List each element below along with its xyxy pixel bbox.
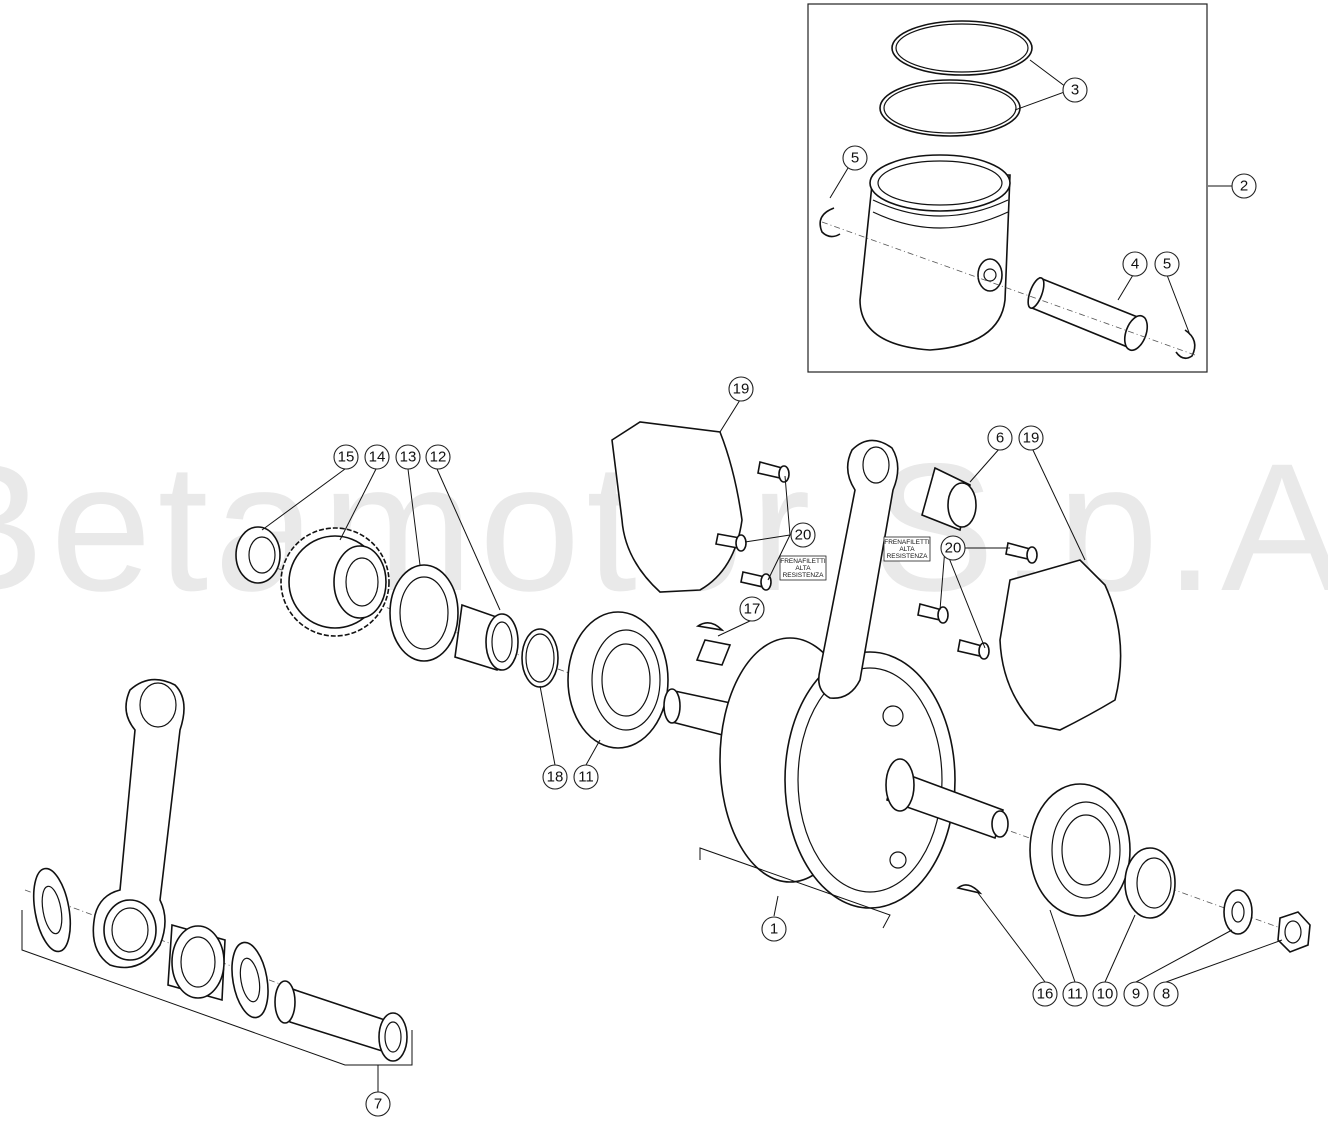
callout-11-right: 11 xyxy=(1062,981,1088,1007)
callout-13: 13 xyxy=(395,444,421,470)
callout-3: 3 xyxy=(1062,77,1088,103)
callout-14: 14 xyxy=(364,444,390,470)
bushing-15 xyxy=(235,526,281,584)
callout-10: 10 xyxy=(1092,981,1118,1007)
conrod xyxy=(817,439,899,699)
svg-text:13: 13 xyxy=(400,449,417,466)
callout-5-left: 5 xyxy=(842,145,868,171)
bolts-right xyxy=(917,541,1038,660)
svg-text:10: 10 xyxy=(1097,986,1114,1003)
svg-text:RESISTENZA: RESISTENZA xyxy=(783,572,824,579)
bolts-left xyxy=(715,460,790,591)
piston-pin xyxy=(1027,276,1149,352)
svg-text:17: 17 xyxy=(744,601,761,618)
callout-4: 4 xyxy=(1122,251,1148,277)
gear-14 xyxy=(280,527,390,637)
svg-text:4: 4 xyxy=(1131,256,1139,273)
svg-text:11: 11 xyxy=(578,769,594,786)
svg-text:16: 16 xyxy=(1037,986,1054,1003)
piston xyxy=(859,154,1011,351)
callout-20-right: 20 xyxy=(940,535,966,561)
svg-text:FRENAFILETTI: FRENAFILETTI xyxy=(780,558,826,565)
counterweight-right xyxy=(999,559,1122,731)
callout-17: 17 xyxy=(739,596,765,622)
svg-text:20: 20 xyxy=(795,527,812,544)
bearing-11-left xyxy=(567,611,669,749)
seal-13 xyxy=(389,564,459,662)
shim-18 xyxy=(521,628,559,688)
callout-1: 1 xyxy=(761,916,787,942)
circlip-left xyxy=(819,207,841,238)
callout-9: 9 xyxy=(1123,981,1149,1007)
seal-10 xyxy=(1124,847,1176,919)
callout-16: 16 xyxy=(1032,981,1058,1007)
svg-text:FRENAFILETTI: FRENAFILETTI xyxy=(884,539,930,546)
svg-text:18: 18 xyxy=(547,769,564,786)
svg-text:14: 14 xyxy=(369,449,386,466)
piston-kit-frame xyxy=(807,3,1208,373)
svg-text:12: 12 xyxy=(430,449,447,466)
svg-text:5: 5 xyxy=(1163,256,1171,273)
callout-5-right: 5 xyxy=(1154,251,1180,277)
key-17 xyxy=(695,622,725,632)
svg-text:3: 3 xyxy=(1071,82,1079,99)
svg-text:20: 20 xyxy=(945,540,962,557)
callout-20-left: 20 xyxy=(790,522,816,548)
leader-lines xyxy=(261,59,1283,983)
callout-7: 7 xyxy=(365,1091,391,1117)
note-threadlock-right: FRENAFILETTI ALTA RESISTENZA xyxy=(883,536,931,562)
svg-text:5: 5 xyxy=(851,150,859,167)
svg-text:7: 7 xyxy=(374,1096,382,1113)
bearing-11-right xyxy=(1029,783,1131,917)
piston-rings xyxy=(879,20,1033,137)
callout-18: 18 xyxy=(542,764,568,790)
callout-11-left: 11 xyxy=(573,764,599,790)
needle-bearing-6 xyxy=(921,466,977,532)
washer-9 xyxy=(1223,889,1253,935)
note-threadlock-left: FRENAFILETTI ALTA RESISTENZA xyxy=(779,555,827,581)
bracket-1 xyxy=(699,847,891,929)
svg-text:1: 1 xyxy=(770,921,778,938)
callout-12: 12 xyxy=(425,444,451,470)
callout-19-left: 19 xyxy=(728,376,754,402)
spacer-12 xyxy=(454,603,519,672)
counterweight-left xyxy=(611,421,743,593)
svg-text:8: 8 xyxy=(1162,986,1170,1003)
svg-text:2: 2 xyxy=(1240,178,1248,195)
svg-text:6: 6 xyxy=(996,430,1004,447)
svg-text:RESISTENZA: RESISTENZA xyxy=(887,553,928,560)
svg-text:15: 15 xyxy=(338,449,355,466)
bracket-7 xyxy=(21,910,413,1066)
svg-text:9: 9 xyxy=(1132,986,1140,1003)
callout-2: 2 xyxy=(1231,173,1257,199)
callout-8: 8 xyxy=(1153,981,1179,1007)
crankshaft xyxy=(663,637,1009,909)
svg-text:ALTA: ALTA xyxy=(795,565,811,572)
callout-6: 6 xyxy=(987,425,1013,451)
circlip-right xyxy=(1175,329,1196,360)
conrod-assembly-spare xyxy=(32,678,408,1062)
svg-text:19: 19 xyxy=(1023,430,1040,447)
svg-text:19: 19 xyxy=(733,381,750,398)
callout-15: 15 xyxy=(333,444,359,470)
nut-8 xyxy=(1277,911,1311,953)
svg-text:ALTA: ALTA xyxy=(899,546,915,553)
key-16 xyxy=(956,884,983,895)
callout-19-right: 19 xyxy=(1018,425,1044,451)
svg-text:11: 11 xyxy=(1067,986,1083,1003)
